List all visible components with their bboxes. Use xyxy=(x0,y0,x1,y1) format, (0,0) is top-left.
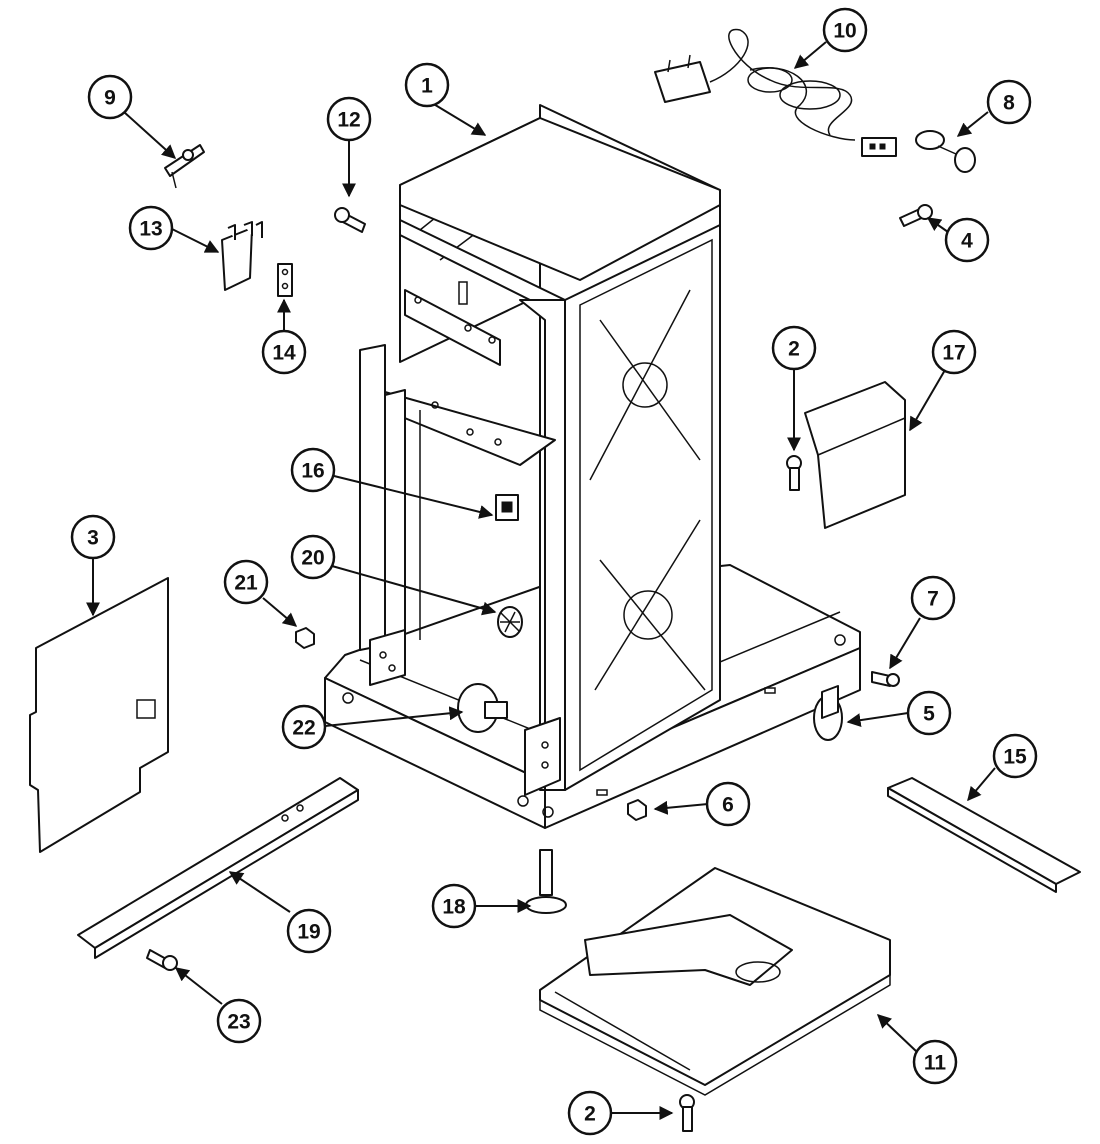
callout-13: 13 xyxy=(128,205,174,251)
svg-text:7: 7 xyxy=(927,588,939,611)
svg-text:23: 23 xyxy=(227,1011,250,1034)
part-20-valve xyxy=(497,606,523,638)
callout-22: 22 xyxy=(281,704,327,750)
svg-text:12: 12 xyxy=(337,109,360,132)
callout-12: 12 xyxy=(326,96,372,142)
callout-7: 7 xyxy=(910,575,956,621)
callout-8: 8 xyxy=(986,79,1032,125)
part-16-switch xyxy=(495,494,519,521)
svg-text:20: 20 xyxy=(301,547,324,570)
svg-text:1: 1 xyxy=(421,75,433,98)
leader-lines xyxy=(86,41,996,1120)
part-3-panel xyxy=(29,577,169,853)
callout-21: 21 xyxy=(223,559,269,605)
callout-14: 14 xyxy=(261,329,307,375)
part-19-rail xyxy=(77,777,359,959)
svg-text:16: 16 xyxy=(301,460,324,483)
callout-1: 1 xyxy=(404,62,450,108)
svg-text:15: 15 xyxy=(1003,746,1027,769)
part-11-base-tray xyxy=(539,867,891,1096)
part-15-strip xyxy=(887,777,1081,893)
callout-9: 9 xyxy=(87,74,133,120)
callout-2-upper: 2 xyxy=(771,325,817,371)
svg-text:11: 11 xyxy=(924,1052,947,1075)
part-2-screw-upper xyxy=(786,455,802,491)
part-12-screw xyxy=(334,207,366,233)
column-assembly xyxy=(359,104,721,796)
svg-text:8: 8 xyxy=(1003,92,1015,115)
part-14-bracket xyxy=(277,263,293,297)
svg-text:5: 5 xyxy=(923,703,935,726)
callout-2-lower: 2 xyxy=(567,1090,613,1136)
svg-text:9: 9 xyxy=(104,87,116,110)
svg-text:13: 13 xyxy=(139,218,162,241)
svg-text:19: 19 xyxy=(297,921,320,944)
callout-20: 20 xyxy=(290,534,336,580)
callout-11: 11 xyxy=(912,1039,958,1085)
callout-5: 5 xyxy=(906,690,952,736)
svg-text:22: 22 xyxy=(292,717,315,740)
part-17-cover xyxy=(804,381,906,529)
part-9-fitting xyxy=(164,144,205,189)
callout-10: 10 xyxy=(822,7,868,53)
callout-15: 15 xyxy=(992,733,1038,779)
part-18-leveling-leg xyxy=(525,849,567,914)
part-7-screw xyxy=(871,671,900,687)
callout-18: 18 xyxy=(431,883,477,929)
part-2-screw-lower xyxy=(679,1094,695,1132)
callout-17: 17 xyxy=(931,329,977,375)
svg-text:4: 4 xyxy=(961,230,973,253)
svg-text:6: 6 xyxy=(722,794,734,817)
part-13-switch xyxy=(221,221,263,291)
svg-text:10: 10 xyxy=(833,20,856,43)
callout-4: 4 xyxy=(944,217,990,263)
svg-text:21: 21 xyxy=(234,572,258,595)
part-8-grommet xyxy=(915,130,976,173)
part-4-screw xyxy=(899,204,933,227)
callout-23: 23 xyxy=(216,998,262,1044)
svg-text:14: 14 xyxy=(272,342,296,365)
callout-3: 3 xyxy=(70,514,116,560)
svg-text:2: 2 xyxy=(788,338,800,361)
part-22-motor xyxy=(457,683,508,733)
callout-6: 6 xyxy=(705,781,751,827)
callout-bubbles: 1 2 2 3 4 5 6 7 8 9 10 11 12 13 14 15 16… xyxy=(70,7,1038,1136)
callout-19: 19 xyxy=(286,908,332,954)
svg-text:2: 2 xyxy=(584,1103,596,1126)
svg-text:18: 18 xyxy=(442,896,466,919)
part-5-clip xyxy=(813,685,843,741)
svg-text:3: 3 xyxy=(87,527,99,550)
callout-16: 16 xyxy=(290,447,336,493)
part-10-power-cord xyxy=(654,28,897,157)
part-21-nut xyxy=(295,627,315,649)
part-23-screw xyxy=(146,949,178,971)
part-6-nut xyxy=(627,799,647,821)
svg-text:17: 17 xyxy=(942,342,965,365)
